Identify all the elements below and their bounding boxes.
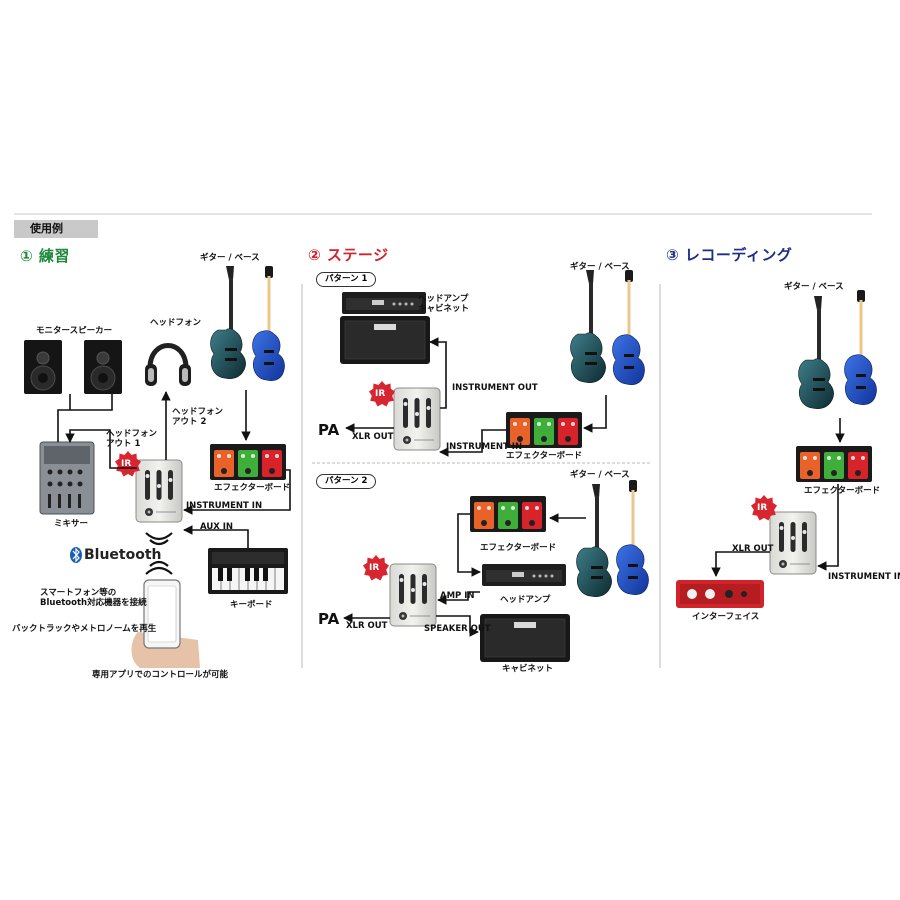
line-p2-board-amp — [457, 513, 481, 577]
ir-text-p2: IR — [369, 563, 380, 573]
guitar-p2 — [576, 483, 613, 598]
line-p1-instrument-in — [439, 429, 506, 457]
bass-practice — [252, 265, 286, 382]
label-headphones: ヘッドフォン — [150, 318, 202, 328]
label-instrument-in-recording: INSTRUMENT IN — [828, 572, 900, 582]
label-speaker-out: SPEAKER OUT — [424, 624, 491, 634]
ir-text-recording: IR — [757, 503, 768, 513]
label-effects-board-practice: エフェクターボード — [214, 483, 291, 493]
label-app-control: 専用アプリでのコントロールが可能 — [92, 670, 229, 680]
label-backing-track: バックトラックやメトロノームを再生 — [12, 624, 157, 634]
effects-board-practice — [210, 444, 286, 480]
guitar-p1 — [570, 269, 607, 384]
monitor-speaker-right — [84, 340, 122, 394]
bluetooth-wordmark: Bluetooth — [84, 547, 162, 563]
label-effects-board-p1: エフェクターボード — [506, 451, 583, 461]
label-cabinet: キャビネット — [502, 664, 554, 674]
effects-board-p2 — [470, 496, 546, 532]
label-head-amp-cabinet: ヘッドアンプ キャビネット — [418, 294, 470, 314]
section-title-recording: ③ レコーディング — [666, 246, 793, 264]
mesa-cabinet-p1 — [339, 315, 431, 365]
label-interface: インターフェイス — [692, 612, 760, 622]
pattern2-badge: パターン 2 — [316, 474, 377, 489]
bass-p1 — [612, 269, 646, 386]
section-title-stage: ② ステージ — [308, 246, 389, 264]
label-instrument-in-p1: INSTRUMENT IN — [446, 442, 523, 452]
pattern1-badge: パターン 1 — [316, 272, 377, 287]
bluetooth-icon — [70, 547, 82, 563]
label-amp-in: AMP IN — [440, 591, 475, 601]
label-effects-board-p2: エフェクターボード — [480, 543, 557, 553]
label-instrument-in-practice: INSTRUMENT IN — [186, 501, 263, 511]
section-title-practice: ① 練習 — [20, 247, 70, 265]
bass-recording — [844, 289, 878, 406]
label-guitar-bass-p1: ギター / ベース — [570, 262, 630, 272]
wireless-waves-icon — [145, 532, 173, 575]
bass-p2 — [616, 479, 650, 596]
label-xlr-out-p1: XLR OUT — [352, 432, 394, 442]
label-guitar-bass-practice: ギター / ベース — [200, 253, 260, 263]
mesa-head-p1 — [342, 292, 426, 314]
label-headphone-out2: ヘッドフォン アウト 2 — [172, 407, 224, 427]
label-guitar-bass-p2: ギター / ベース — [570, 470, 630, 480]
mixer-image — [39, 441, 95, 515]
line-hp-out1-mixer — [65, 429, 137, 469]
element-unit-recording — [769, 511, 817, 575]
line-p2-amp-in — [437, 591, 480, 605]
label-headphone-out1: ヘッドフォン アウト 1 — [106, 429, 158, 449]
smartphone-image — [131, 579, 200, 668]
line-mixer-speaker-r — [57, 394, 113, 442]
label-xlr-out-p2: XLR OUT — [346, 621, 388, 631]
guitar-recording — [798, 295, 835, 410]
guitar-practice — [210, 265, 247, 380]
monitor-speaker-left — [24, 340, 62, 394]
ir-text-p1: IR — [375, 389, 386, 399]
label-aux-in: AUX IN — [200, 522, 234, 532]
mesa-cabinet-p2 — [479, 613, 571, 663]
label-keyboard: キーボード — [230, 600, 273, 610]
line-board-instrument-in-practice — [183, 469, 291, 515]
line-keyboard-aux-in — [183, 525, 249, 548]
audio-interface-image — [676, 580, 764, 608]
mesa-head-p2 — [482, 564, 566, 586]
label-monitor-speaker: モニタースピーカー — [36, 326, 113, 336]
label-pa-p2: PA — [318, 610, 340, 628]
line-rec-instrument-in — [817, 484, 839, 571]
line-p2-speaker-out — [436, 615, 479, 637]
element-unit-p2 — [389, 563, 437, 627]
ir-text-practice: IR — [121, 459, 132, 469]
label-guitar-bass-recording: ギター / ベース — [784, 282, 844, 292]
headphones-image — [145, 343, 191, 386]
label-head-amp: ヘッドアンプ — [500, 595, 551, 605]
label-smartphone-connect: スマートフォン等の Bluetooth対応機器を接続 — [40, 588, 147, 608]
label-instrument-out: INSTRUMENT OUT — [452, 383, 538, 393]
line-rec-xlr-out — [711, 551, 770, 577]
keyboard-image — [208, 548, 288, 594]
label-effects-board-recording: エフェクターボード — [804, 486, 881, 496]
label-pa-p1: PA — [318, 421, 340, 439]
label-xlr-out-recording: XLR OUT — [732, 544, 774, 554]
line-p1-instrument-out — [429, 337, 447, 409]
label-mixer: ミキサー — [54, 519, 89, 529]
line-p1-guitar-board — [583, 395, 607, 433]
element-unit-practice — [135, 459, 183, 523]
usage-examples-tab: 使用例 — [14, 220, 98, 238]
effects-board-recording — [796, 446, 872, 482]
element-unit-p1 — [393, 387, 441, 451]
